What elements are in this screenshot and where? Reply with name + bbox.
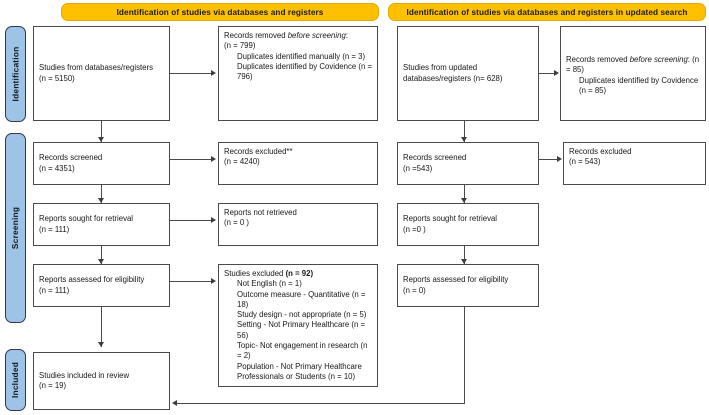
- box-studies-from-databases: Studies from databases/registers (n = 51…: [33, 26, 170, 121]
- connector-left-sought-down: [101, 246, 102, 264]
- arrowhead-left-studies-excluded: [211, 277, 216, 284]
- box-reports-not-retrieved-left: Reports not retrieved (n = 0 ): [218, 203, 378, 246]
- studies-from-updated-databases-text: Studies from updated databases/registers…: [403, 63, 503, 83]
- box-records-removed-before-screening: Records removed before screening: (n = 7…: [218, 26, 378, 121]
- records-screened-right-text: Records screened (n =543): [403, 153, 467, 173]
- box-records-excluded-right: Records excluded (n = 543): [563, 142, 706, 185]
- box-records-removed-before-screening-updated: Records removed before screening: (n = 8…: [560, 26, 706, 121]
- connector-right-screened-down: [464, 185, 465, 203]
- duplicates-manual-text: Duplicates identified manually (n = 3): [237, 51, 366, 61]
- box-records-screened-right: Records screened (n =543): [397, 142, 539, 185]
- connector-right-id-down: [464, 121, 465, 142]
- arrowhead-left-reports-assessed: [97, 259, 104, 264]
- connector-left-sought-horizontal: [170, 220, 212, 221]
- box-studies-excluded-left: Studies excluded (n = 92) Not English (n…: [218, 264, 378, 387]
- phase-tab-included: Included: [5, 349, 26, 411]
- connector-right-id-horizontal: [539, 73, 555, 74]
- records-screened-left-text: Records screened (n = 4351): [39, 153, 103, 173]
- before-screening-emphasis: before screening: [287, 31, 346, 40]
- phase-tab-identification: Identification: [5, 26, 26, 122]
- banner-right-label: Identification of studies via databases …: [406, 7, 688, 17]
- records-removed-title: Records removed before screening:: [224, 31, 348, 40]
- phase-label-identification: Identification: [10, 46, 21, 102]
- arrowhead-left-id-right: [211, 69, 216, 76]
- banner-right-identification: Identification of studies via databases …: [388, 3, 706, 21]
- arrowhead-right-id-right: [554, 69, 559, 76]
- studies-excluded-title: Studies excluded (n = 92): [224, 269, 314, 278]
- arrowhead-left-reports-not-retrieved: [211, 216, 216, 223]
- connector-left-assessed-down: [101, 307, 102, 347]
- studies-from-databases-text: Studies from databases/registers (n = 51…: [39, 63, 153, 83]
- connector-left-screened-horizontal: [170, 159, 212, 160]
- duplicates-covidence-updated-text: Duplicates identified by Covidence (n = …: [579, 75, 699, 95]
- connector-merge-horizontal: [177, 403, 465, 404]
- box-studies-from-updated-databases: Studies from updated databases/registers…: [397, 26, 539, 121]
- records-excluded-right-text: Records excluded (n = 543): [569, 147, 632, 167]
- arrowhead-right-records-excluded: [557, 155, 562, 162]
- arrowhead-right-records-screened: [460, 137, 467, 142]
- studies-included-text: Studies included in review (n = 19): [39, 370, 130, 390]
- banner-left-label: Identification of studies via databases …: [116, 7, 324, 17]
- connector-merge-vertical: [464, 307, 465, 403]
- reports-sought-right-text: Reports sought for retrieval (n =0 ): [403, 214, 498, 234]
- arrowhead-left-records-excluded: [211, 155, 216, 162]
- box-reports-assessed-right: Reports assessed for eligibility (n = 0): [397, 264, 539, 307]
- connector-left-screened-down: [101, 185, 102, 203]
- arrowhead-right-reports-assessed: [460, 259, 467, 264]
- phase-label-included: Included: [10, 361, 21, 399]
- records-removed-updated-title: Records removed before screening: (n = 8…: [566, 55, 700, 75]
- reports-not-retrieved-left-text: Reports not retrieved (n = 0 ): [224, 208, 297, 228]
- arrowhead-merge-into-included: [172, 399, 177, 406]
- before-screening-emphasis-updated: before screening: [629, 55, 688, 64]
- records-removed-count: (n = 799): [224, 41, 256, 51]
- duplicates-covidence-text: Duplicates identified by Covidence (n = …: [237, 61, 373, 82]
- phase-label-screening: Screening: [10, 206, 21, 250]
- reports-assessed-left-text: Reports assessed for eligibility (n = 11…: [39, 275, 145, 295]
- connector-right-sought-down: [464, 246, 465, 264]
- connector-right-screened-horizontal: [539, 159, 558, 160]
- arrowhead-left-studies-included: [97, 342, 104, 347]
- studies-excluded-count: (n = 92): [285, 269, 314, 278]
- box-reports-sought-left: Reports sought for retrieval (n = 111): [33, 203, 170, 246]
- arrowhead-left-records-screened: [97, 137, 104, 142]
- reports-assessed-right-text: Reports assessed for eligibility (n = 0): [403, 275, 509, 295]
- banner-left-identification: Identification of studies via databases …: [61, 3, 379, 21]
- box-reports-assessed-left: Reports assessed for eligibility (n = 11…: [33, 264, 170, 307]
- records-excluded-left-text: Records excluded** (n = 4240): [224, 147, 293, 167]
- connector-left-id-down: [101, 121, 102, 142]
- arrowhead-right-reports-sought: [460, 198, 467, 203]
- arrowhead-left-reports-sought: [97, 198, 104, 203]
- box-records-excluded-left: Records excluded** (n = 4240): [218, 142, 378, 185]
- studies-excluded-reasons: Not English (n = 1) Outcome measure - Qu…: [237, 279, 368, 381]
- phase-tab-screening: Screening: [5, 133, 26, 323]
- box-records-screened-left: Records screened (n = 4351): [33, 142, 170, 185]
- box-studies-included: Studies included in review (n = 19): [33, 352, 170, 410]
- reports-sought-left-text: Reports sought for retrieval (n = 111): [39, 214, 134, 234]
- connector-left-id-horizontal: [170, 73, 212, 74]
- box-reports-sought-right: Reports sought for retrieval (n =0 ): [397, 203, 539, 246]
- connector-left-assessed-horizontal: [170, 281, 212, 282]
